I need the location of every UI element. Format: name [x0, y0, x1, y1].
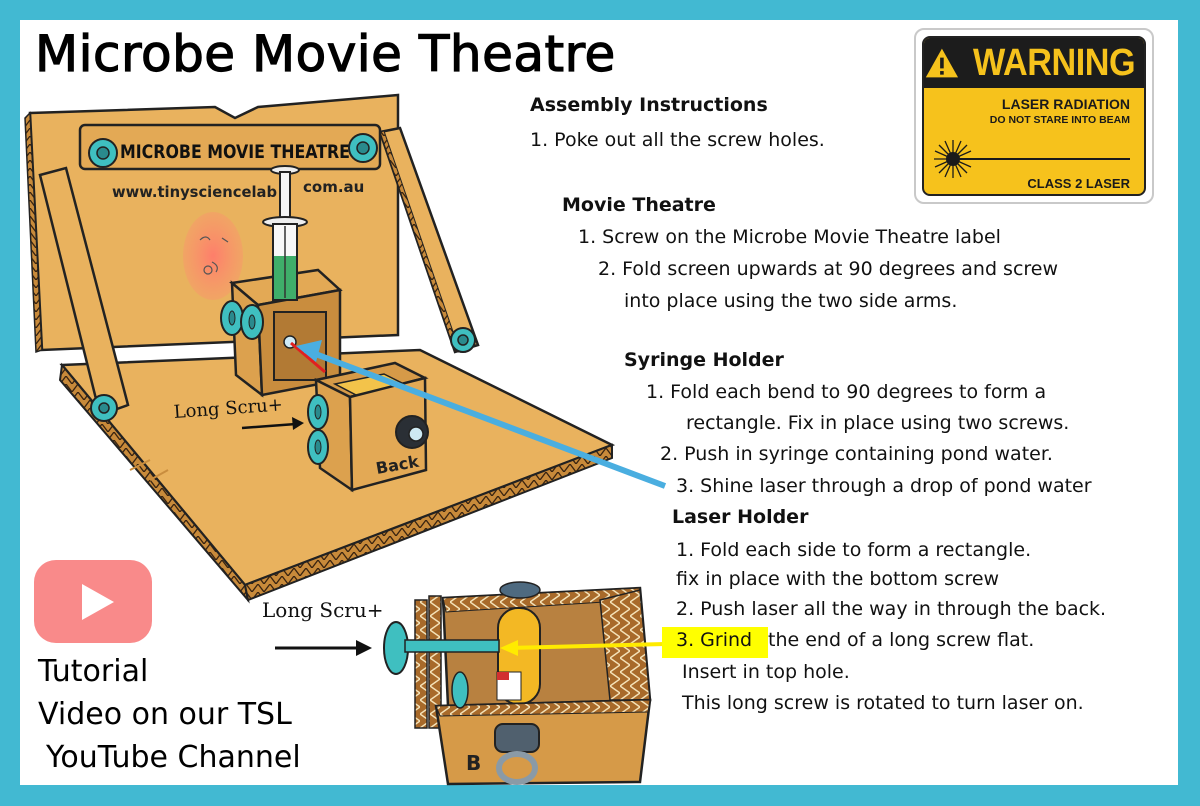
warning-line-2: DO NOT STARE INTO BEAM [989, 114, 1130, 126]
screw-icon [307, 394, 329, 465]
laser-step-3-highlighted: 3. Grind [676, 629, 753, 651]
laser-step-1-cont: fix in place with the bottom screw [676, 568, 1000, 590]
page-title: Microbe Movie Theatre [34, 24, 616, 83]
syringe-step-1: 1. Fold each bend to 90 degrees to form … [646, 381, 1047, 403]
warning-line-3: CLASS 2 LASER [1027, 176, 1130, 191]
laser-burst-icon [934, 140, 972, 178]
syringe-step-1-cont: rectangle. Fix in place using two screws… [686, 412, 1070, 434]
syringe-icon [262, 165, 308, 301]
laser-step-2: 2. Push laser all the way in through the… [676, 598, 1107, 620]
warning-beam-line [954, 158, 1130, 160]
movie-theatre-step-2-cont: into place using the two side arms. [624, 290, 958, 312]
youtube-play-icon[interactable] [34, 560, 152, 643]
movie-theatre-step-1: 1. Screw on the Microbe Movie Theatre la… [578, 226, 1001, 248]
long-screw-callout-2: Long Scru+ [262, 598, 384, 622]
svg-text:www.tinysciencelab: www.tinysciencelab [112, 183, 277, 201]
section-heading-syringe-holder: Syringe Holder [624, 349, 784, 371]
blue-pointer-arrow [296, 340, 667, 489]
microbe-projection [183, 212, 243, 300]
laser-box: Back [312, 361, 429, 493]
warning-line-1: LASER RADIATION [1001, 96, 1130, 112]
laser-step-3-cont-1: Insert in top hole. [682, 661, 850, 683]
screw-icon [88, 133, 476, 422]
warning-header: WARNING [972, 41, 1136, 84]
syringe-step-3: 3. Shine laser through a drop of pond wa… [676, 475, 1092, 497]
laser-holder-detail: B [383, 581, 652, 786]
screw-icon [220, 300, 264, 340]
laser-beam [290, 341, 326, 374]
callout-arrow [241, 417, 372, 656]
movie-theatre-step-2: 2. Fold screen upwards at 90 degrees and… [598, 258, 1059, 280]
youtube-caption-line-1: Tutorial [38, 654, 149, 689]
syringe-step-2: 2. Push in syringe containing pond water… [660, 443, 1053, 465]
yellow-pointer-arrow [500, 640, 666, 656]
theatre-label-strip: MICROBE MOVIE THEATRE www.tinysciencelab… [78, 123, 382, 201]
svg-text:B: B [466, 751, 481, 775]
section-heading-movie-theatre: Movie Theatre [562, 194, 716, 216]
laser-step-3-cont-2: This long screw is rotated to turn laser… [682, 692, 1084, 714]
laser-warning-sign: WARNING LASER RADIATION DO NOT STARE INT… [914, 28, 1154, 204]
svg-text:com.au: com.au [303, 178, 364, 196]
youtube-caption-line-3: YouTube Channel [46, 740, 301, 775]
intro-step: 1. Poke out all the screw holes. [530, 129, 825, 151]
grind-highlight [662, 627, 768, 658]
instructions-heading: Assembly Instructions [530, 94, 768, 116]
youtube-caption-line-2: Video on our TSL [38, 697, 292, 732]
side-arms [38, 126, 480, 417]
laser-step-1: 1. Fold each side to form a rectangle. [676, 539, 1032, 561]
warning-triangle-icon [925, 48, 959, 78]
laser-step-3: the end of a long screw flat. [768, 629, 1035, 651]
svg-text:MICROBE MOVIE THEATRE: MICROBE MOVIE THEATRE [120, 141, 350, 163]
section-heading-laser-holder: Laser Holder [672, 506, 809, 528]
